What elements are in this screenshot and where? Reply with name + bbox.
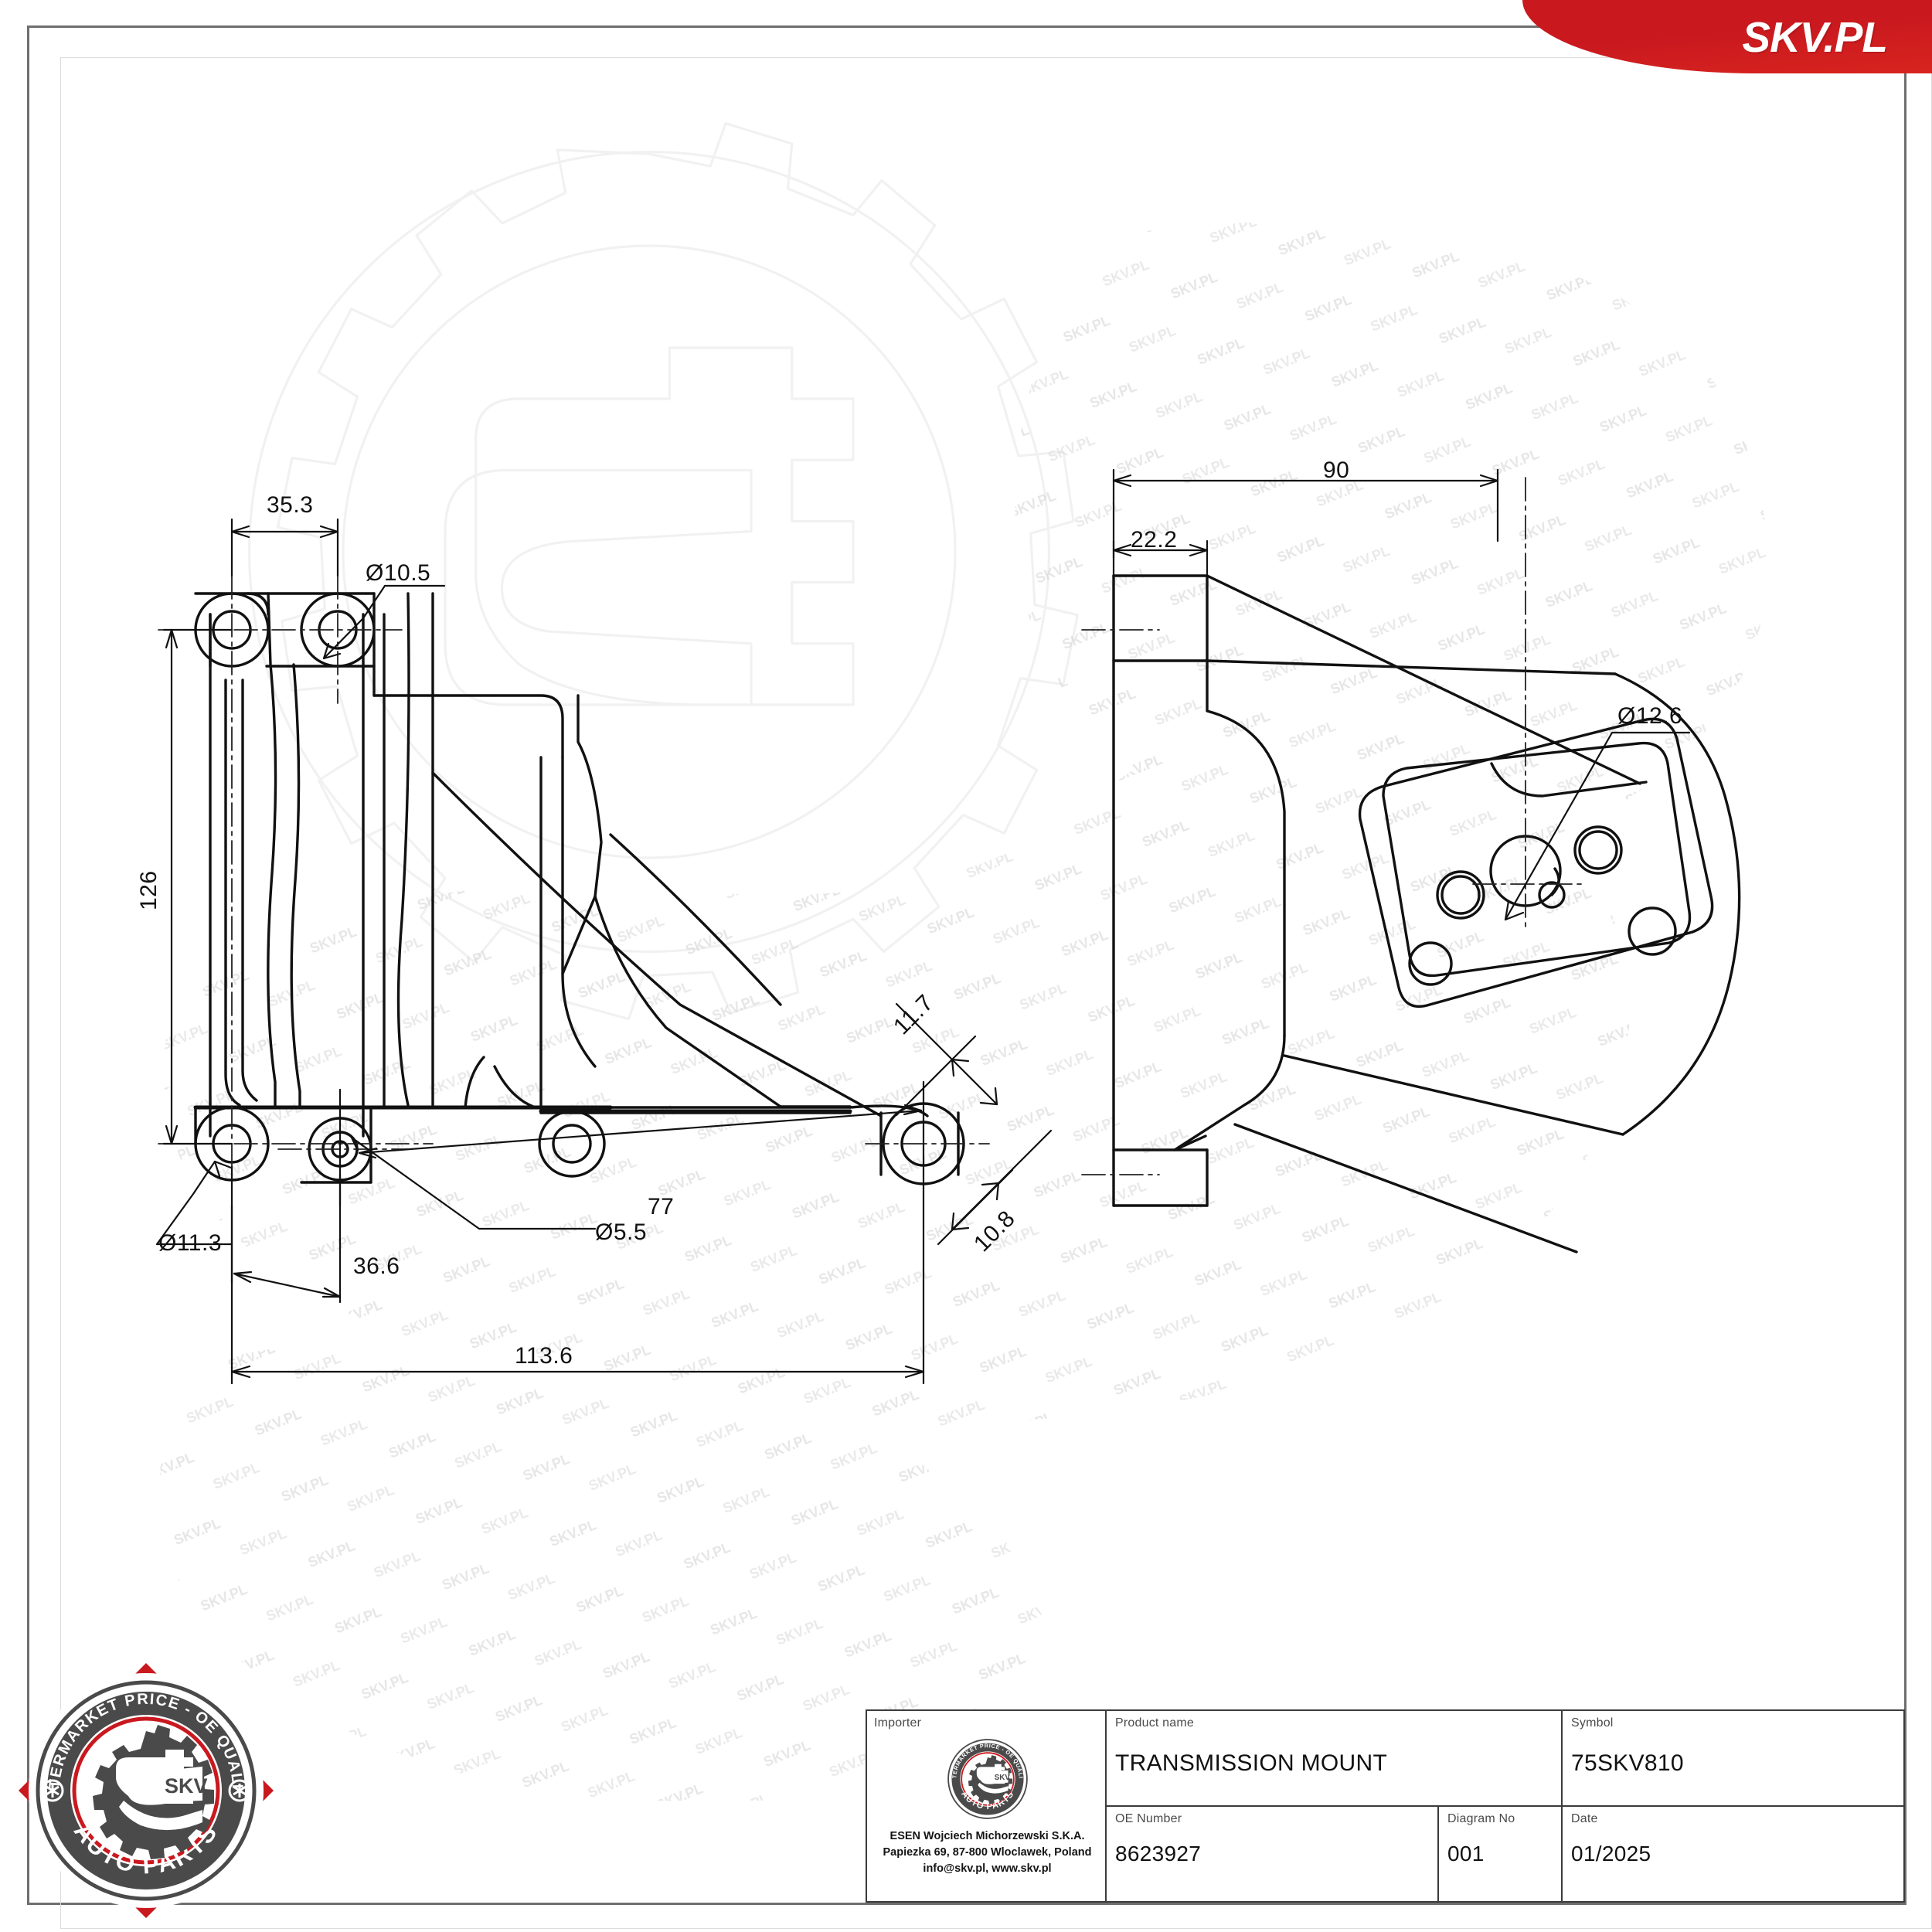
date-cell: Date 01/2025 bbox=[1563, 1807, 1903, 1901]
date-label: Date bbox=[1571, 1812, 1598, 1825]
side-view-centerlines bbox=[1081, 477, 1585, 1175]
dimension-label-dia-5-5: Ø5.5 bbox=[595, 1219, 648, 1245]
oe-number-cell: OE Number 8623927 bbox=[1107, 1807, 1439, 1901]
diagram-no-value: 001 bbox=[1447, 1842, 1485, 1866]
importer-company-name: ESEN Wojciech Michorzewski S.K.A. bbox=[889, 1830, 1085, 1842]
oe-number-label: OE Number bbox=[1115, 1812, 1182, 1825]
dimension-label-126: 126 bbox=[136, 870, 162, 910]
title-block-row-top: Product name TRANSMISSION MOUNT Symbol 7… bbox=[1107, 1711, 1903, 1807]
diagram-no-label: Diagram No bbox=[1447, 1812, 1515, 1825]
diagram-no-cell: Diagram No 001 bbox=[1439, 1807, 1563, 1901]
title-block: Importer AFTERMARKET PRICE - OE QUALITY … bbox=[866, 1709, 1905, 1903]
importer-seal-logo: AFTERMARKET PRICE - OE QUALITY AUTO PART… bbox=[941, 1733, 1030, 1822]
dimension-label-36-6: 36.6 bbox=[353, 1253, 400, 1279]
skv-pl-wordmark: SKV.PL bbox=[1742, 12, 1888, 61]
front-view-centerlines bbox=[158, 575, 990, 1214]
dimension-label-77: 77 bbox=[648, 1194, 675, 1219]
date-value: 01/2025 bbox=[1571, 1842, 1651, 1866]
oe-number-value: 8623927 bbox=[1115, 1842, 1202, 1866]
title-block-importer-cell: Importer AFTERMARKET PRICE - OE QUALITY … bbox=[867, 1711, 1107, 1901]
title-block-fields: Product name TRANSMISSION MOUNT Symbol 7… bbox=[1107, 1711, 1903, 1901]
side-view bbox=[1112, 574, 1741, 1253]
title-block-row-bottom: OE Number 8623927 Diagram No 001 Date 01… bbox=[1107, 1807, 1903, 1901]
symbol-label: Symbol bbox=[1571, 1716, 1614, 1730]
dimension-label-113-6: 113.6 bbox=[515, 1343, 573, 1369]
dimension-label-22-2: 22.2 bbox=[1131, 527, 1178, 553]
side-view-dimensions bbox=[1112, 468, 1691, 921]
product-name-cell: Product name TRANSMISSION MOUNT bbox=[1107, 1711, 1563, 1805]
svg-text:SKV: SKV bbox=[994, 1774, 1010, 1782]
symbol-value: 75SKV810 bbox=[1571, 1750, 1684, 1776]
dimension-label-90: 90 bbox=[1323, 457, 1350, 483]
dimension-label-35-3: 35.3 bbox=[267, 492, 314, 518]
seal-center-text: SKV bbox=[165, 1774, 208, 1798]
importer-label: Importer bbox=[874, 1716, 922, 1730]
front-view bbox=[193, 592, 965, 1185]
product-name-value: TRANSMISSION MOUNT bbox=[1115, 1750, 1388, 1776]
importer-contact: info@skv.pl, www.skv.pl bbox=[923, 1862, 1052, 1876]
importer-address: Papiezka 69, 87-800 Wloclawek, Poland bbox=[883, 1846, 1092, 1859]
auto-parts-seal-logo: AFTERMARKET PRICE - OE QUALITY AUTO PART… bbox=[19, 1663, 274, 1918]
symbol-cell: Symbol 75SKV810 bbox=[1563, 1711, 1903, 1805]
product-name-label: Product name bbox=[1115, 1716, 1195, 1730]
dimension-label-dia-11-3: Ø11.3 bbox=[158, 1230, 222, 1256]
dimension-label-dia-12-6: Ø12.6 bbox=[1617, 703, 1683, 729]
dimension-label-dia-10-5: Ø10.5 bbox=[366, 560, 431, 586]
